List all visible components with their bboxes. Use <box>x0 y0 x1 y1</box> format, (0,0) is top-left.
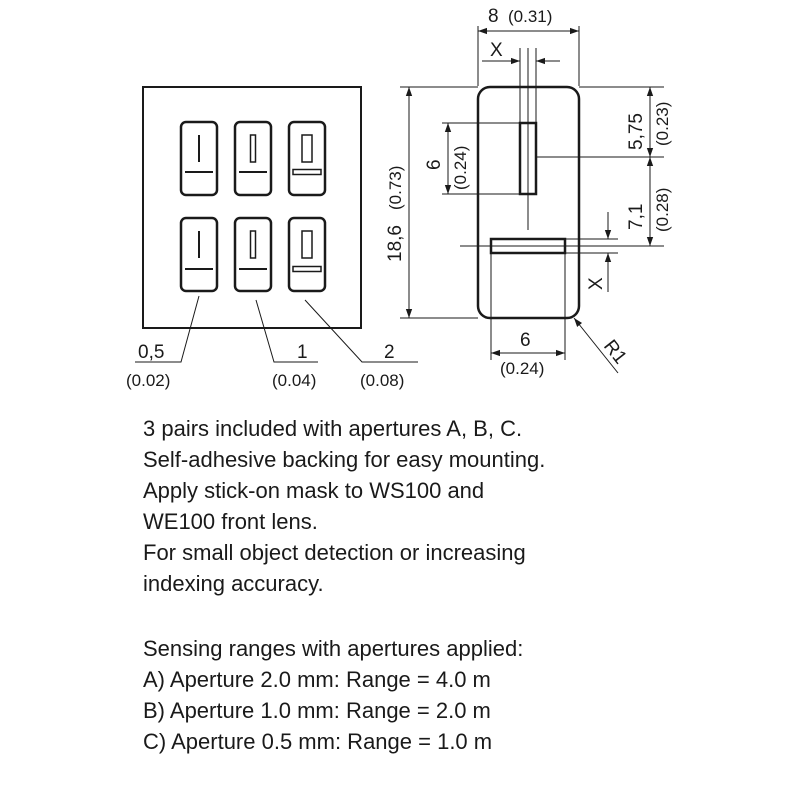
mask-sheet-outline <box>142 86 362 329</box>
description-line: For small object detection or increasing <box>143 540 526 565</box>
technical-drawing: 0,5 (0.02) 1 (0.04) 2 (0.08) 8 (0.31) X … <box>126 6 672 390</box>
aperture-label-0-5-mm: 0,5 <box>138 342 164 363</box>
aperture-label-0-5-inch: (0.02) <box>126 371 170 390</box>
dim-slot-offset-inch: (0.28) <box>653 188 672 232</box>
range-item-c: C) Aperture 0.5 mm: Range = 1.0 m <box>143 729 493 754</box>
dim-height-mm: 18,6 <box>385 225 406 262</box>
aperture-label-1-mm: 1 <box>297 342 308 363</box>
aperture-label-2-mm: 2 <box>384 342 395 363</box>
description-line: 3 pairs included with apertures A, B, C. <box>143 416 523 441</box>
mask-bottom-left <box>179 216 219 293</box>
range-item-b: B) Aperture 1.0 mm: Range = 2.0 m <box>143 698 491 723</box>
dim-x-top: X <box>490 40 503 61</box>
side-view: 8 (0.31) X 18,6 (0.73) 6 (0.24) 5,75 (0.… <box>385 6 672 378</box>
mask-top-center <box>233 120 273 197</box>
mask-bottom-right <box>287 216 327 293</box>
dim-top-offset-mm: 5,75 <box>626 113 647 150</box>
aperture-label-1-inch: (0.04) <box>272 371 316 390</box>
dim-bottom-width-inch: (0.24) <box>500 359 544 378</box>
leader-line-radius <box>573 317 619 374</box>
dim-x-bottom: X <box>586 277 607 290</box>
leader-line-2 <box>304 299 418 363</box>
ranges-heading: Sensing ranges with apertures applied: <box>143 636 524 661</box>
mask-top-left <box>179 120 219 197</box>
dim-top-width-inch: (0.31) <box>508 7 552 26</box>
dim-slot-height-inch: (0.24) <box>451 146 470 190</box>
dim-height-inch: (0.73) <box>386 166 405 210</box>
dim-bottom-width-mm: 6 <box>520 330 531 351</box>
leader-line-1 <box>255 299 318 363</box>
aperture-label-2-inch: (0.08) <box>360 371 404 390</box>
description-line: WE100 front lens. <box>143 509 318 534</box>
description-line: indexing accuracy. <box>143 571 324 596</box>
description-line: Apply stick-on mask to WS100 and <box>143 478 485 503</box>
dim-slot-height-mm: 6 <box>424 159 445 170</box>
mask-top-right <box>287 120 327 197</box>
dim-radius: R1 <box>599 336 631 368</box>
sensing-ranges-block: Sensing ranges with apertures applied: A… <box>143 633 783 757</box>
front-view: 0,5 (0.02) 1 (0.04) 2 (0.08) <box>126 86 418 390</box>
dim-top-width-mm: 8 <box>488 6 499 27</box>
mask-bottom-center <box>233 216 273 293</box>
dim-slot-offset-mm: 7,1 <box>626 204 647 230</box>
leader-line-0-5 <box>135 295 200 363</box>
description-block: 3 pairs included with apertures A, B, C.… <box>143 413 783 599</box>
range-item-a: A) Aperture 2.0 mm: Range = 4.0 m <box>143 667 491 692</box>
dim-top-offset-inch: (0.23) <box>653 102 672 146</box>
description-line: Self-adhesive backing for easy mounting. <box>143 447 546 472</box>
